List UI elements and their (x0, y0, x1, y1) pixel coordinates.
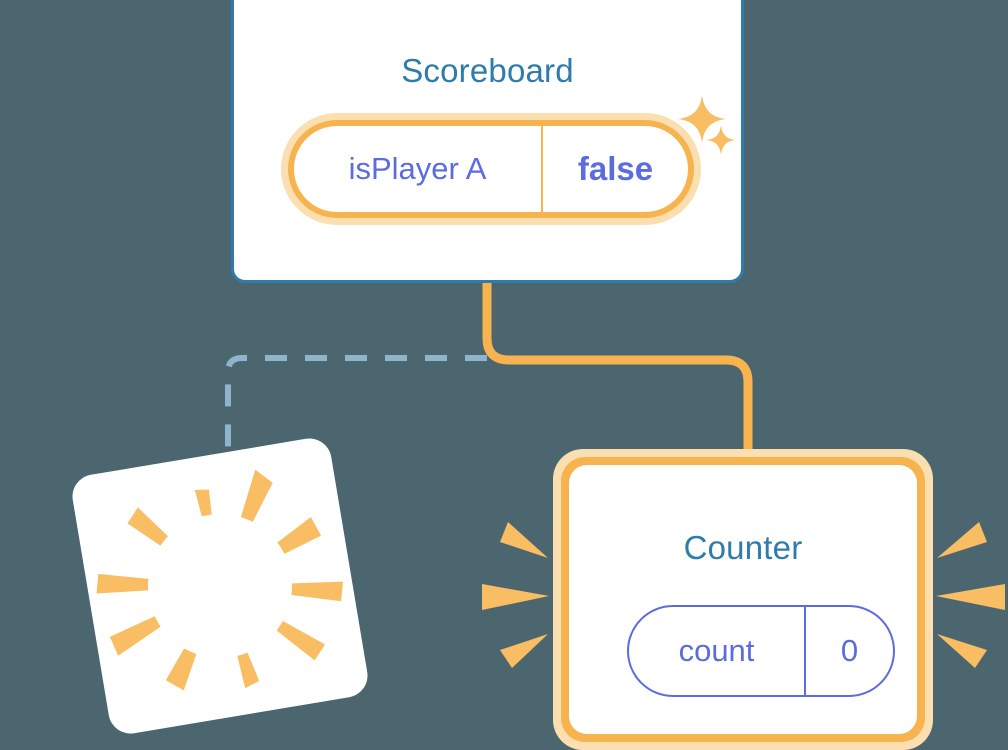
connector-scoreboard-to-counter-solid (482, 283, 753, 470)
counter-burst-rays-left (482, 522, 549, 668)
counter-component-ring: Counter count 0 (561, 457, 925, 742)
connector-scoreboard-to-blank-card-dashed (225, 355, 487, 468)
sparkle-large-icon (678, 95, 726, 143)
counter-component-box[interactable]: Counter count 0 (569, 465, 917, 734)
scoreboard-state-pill[interactable]: isPlayer A false (294, 126, 688, 212)
blank-card-burst-rays (96, 469, 343, 691)
sparkle-small-icon (706, 125, 736, 155)
counter-title: Counter (683, 529, 803, 566)
counter-burst-rays-right (936, 522, 1005, 668)
scoreboard-state-key: isPlayer A (294, 126, 543, 212)
counter-component-highlight: Counter count 0 (553, 449, 933, 750)
counter-state-pill[interactable]: count 0 (627, 605, 895, 697)
scoreboard-state-pill-ring: isPlayer A false (288, 120, 694, 218)
scoreboard-state-value: false (577, 150, 654, 187)
counter-state-key: count (629, 607, 806, 695)
scoreboard-title: Scoreboard (401, 52, 574, 89)
scoreboard-state-pill-highlight: isPlayer A false (281, 113, 701, 225)
counter-state-value: 0 (840, 633, 859, 668)
blank-component-card[interactable] (69, 435, 371, 737)
scoreboard-component-box[interactable]: Scoreboard isPlayer A false (231, 0, 744, 283)
